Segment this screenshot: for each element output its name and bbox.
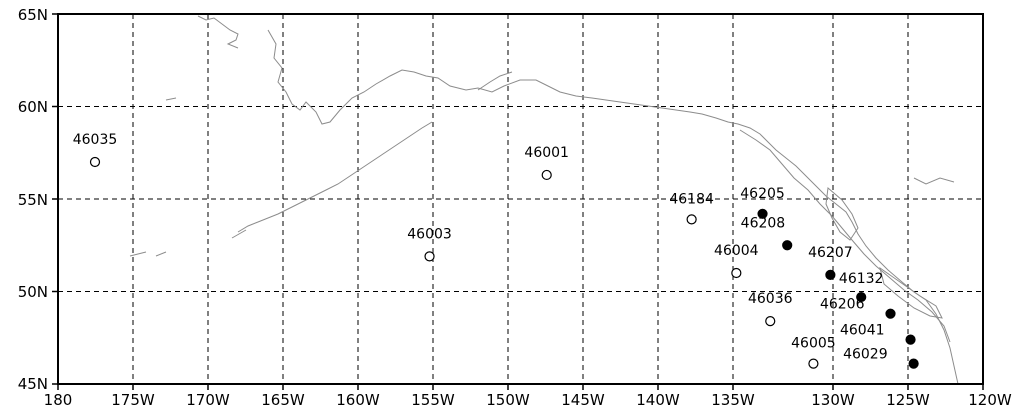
station-marker-open bbox=[541, 169, 552, 181]
lat-tick-label: 65N bbox=[18, 6, 48, 24]
station-label: 46003 bbox=[407, 226, 452, 242]
station-marker-filled bbox=[885, 308, 896, 319]
station-label: 46207 bbox=[808, 245, 853, 261]
station-marker-open bbox=[731, 267, 742, 279]
lat-tick-label: 45N bbox=[18, 375, 48, 393]
station-marker-open bbox=[424, 251, 435, 262]
station-label: 46184 bbox=[669, 191, 714, 207]
lon-tick-label: 125W bbox=[886, 391, 930, 409]
lon-tick-label: 170W bbox=[186, 391, 230, 409]
lon-tick-label: 155W bbox=[411, 391, 455, 409]
lat-tick-label: 50N bbox=[18, 283, 48, 301]
lon-tick-label: 150W bbox=[486, 391, 530, 409]
station-marker-open bbox=[686, 214, 697, 225]
station-label: 46036 bbox=[748, 291, 793, 307]
buoy-stations: 46035 46001 46003 46184 46205 46208 46004 46207… bbox=[73, 132, 919, 369]
lat-axis-labels: 65N 60N 55N 50N 45N bbox=[18, 6, 48, 393]
lon-tick-label: 175W bbox=[111, 391, 155, 409]
station-marker-open bbox=[765, 316, 776, 327]
lon-tick-label: 145W bbox=[561, 391, 605, 409]
station-label: 46041 bbox=[840, 323, 885, 339]
station-marker-filled bbox=[856, 291, 867, 303]
station-marker-open bbox=[808, 358, 819, 369]
lon-tick-label: 120W bbox=[968, 391, 1012, 409]
lon-tick-label: 140W bbox=[636, 391, 680, 409]
station-label: 46029 bbox=[843, 347, 888, 363]
station-label: 46004 bbox=[714, 243, 759, 259]
tick-marks bbox=[52, 13, 984, 390]
station-label: 46132 bbox=[839, 271, 884, 287]
lon-axis-labels: 180 175W 170W 165W 160W 155W 150W 145W 1… bbox=[44, 391, 1012, 409]
station-label: 46208 bbox=[741, 215, 786, 231]
gridlines bbox=[58, 14, 983, 384]
station-marker-filled bbox=[908, 358, 919, 369]
lon-tick-label: 135W bbox=[711, 391, 755, 409]
lon-tick-label: 160W bbox=[336, 391, 380, 409]
station-label: 46005 bbox=[791, 336, 836, 352]
station-marker-filled bbox=[825, 269, 836, 280]
station-label: 46206 bbox=[820, 297, 865, 313]
station-marker-filled bbox=[782, 240, 793, 251]
lat-tick-label: 60N bbox=[18, 98, 48, 116]
station-label: 46001 bbox=[524, 145, 569, 161]
station-marker-open bbox=[89, 156, 101, 168]
lon-tick-label: 165W bbox=[261, 391, 305, 409]
station-label: 46205 bbox=[740, 186, 785, 202]
station-marker-filled bbox=[905, 334, 916, 345]
lat-tick-label: 55N bbox=[18, 191, 48, 209]
coastline bbox=[129, 15, 959, 385]
lon-tick-label: 130W bbox=[811, 391, 855, 409]
station-label: 46035 bbox=[73, 132, 118, 148]
station-marker-filled bbox=[757, 208, 768, 219]
lon-tick-label: 180 bbox=[44, 391, 73, 409]
